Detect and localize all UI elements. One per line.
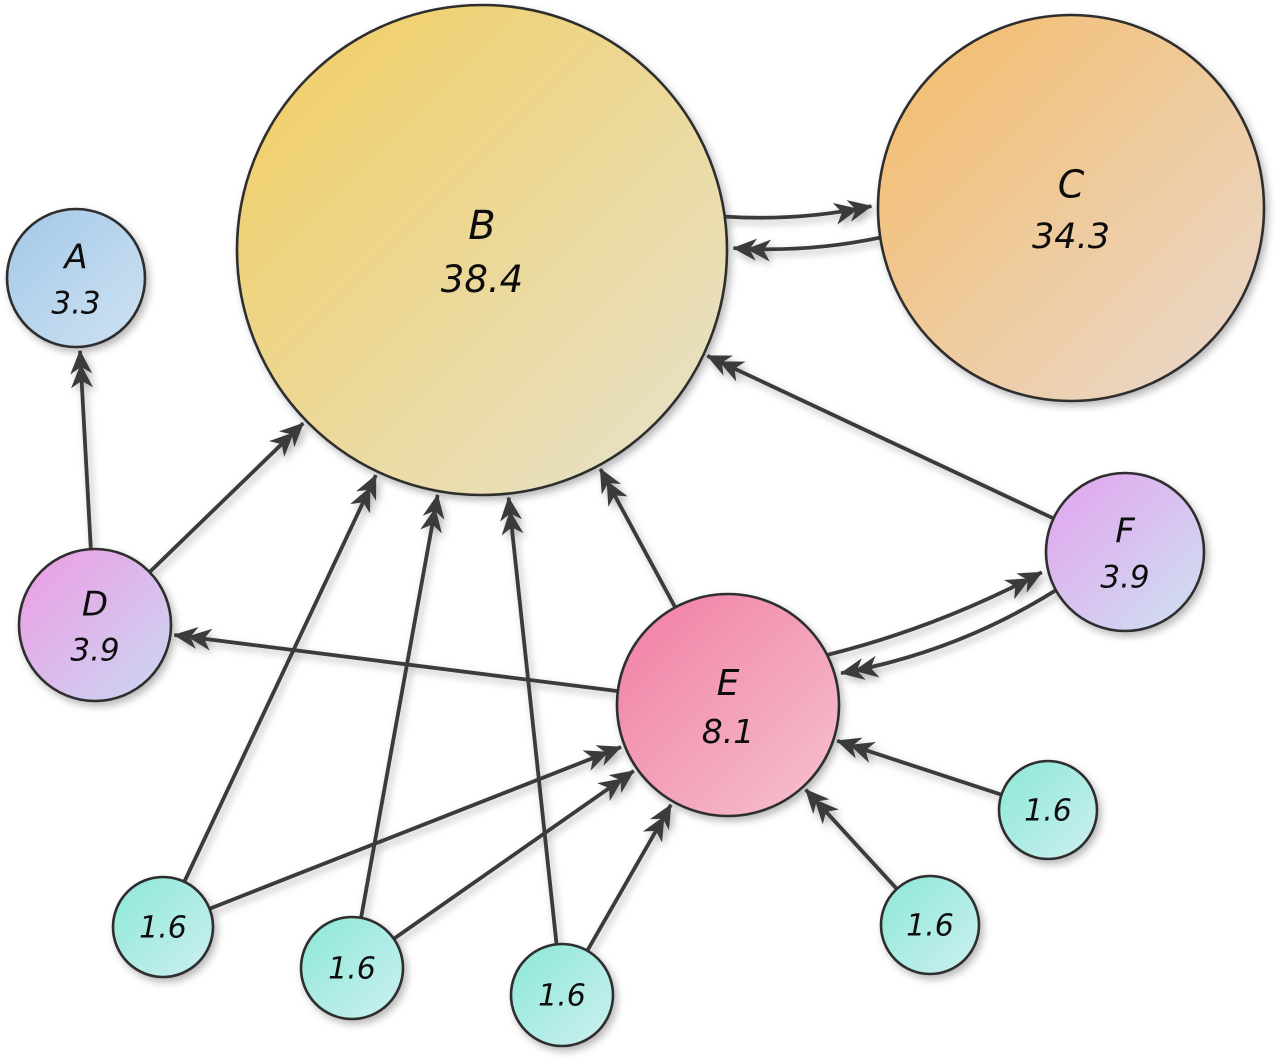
node-t1-circle — [111, 875, 215, 979]
node-A-value: 3.3 — [51, 286, 100, 322]
edge-B-C — [725, 200, 873, 225]
node-D-value: 3.9 — [70, 633, 119, 669]
edge-D-B — [148, 421, 305, 574]
node-D-label: D — [82, 584, 108, 624]
edge-E-F — [827, 570, 1043, 657]
edge-t3-E — [585, 803, 673, 952]
node-B-value: 38.4 — [441, 258, 523, 301]
edge-t2-B — [359, 494, 445, 919]
node-t4-circle — [879, 874, 981, 976]
graph-root: A 3.3 B 38.4 C 34.3D 3.9E 8.1 F 3.9 1.6 1.6 1.6 1.6 1.… — [5, 3, 1266, 1048]
edge-E-D — [173, 627, 619, 693]
node-t4-value: 1.6 — [906, 909, 954, 944]
edge-t1-E — [208, 745, 622, 911]
node-F-circle — [1044, 471, 1206, 633]
node-t5-circle — [997, 759, 1099, 861]
node-t2-value: 1.6 — [328, 952, 376, 987]
node-C-label: C — [1058, 162, 1085, 206]
node-E-value: 8.1 — [702, 712, 754, 751]
node-B-circle — [235, 3, 729, 497]
node-A-circle — [5, 207, 147, 349]
edge-F-B — [706, 354, 1055, 521]
node-B-label: B — [468, 203, 495, 249]
edge-t3-B — [500, 496, 559, 945]
edge-E-B — [598, 468, 677, 609]
edge-F-E — [840, 589, 1057, 680]
node-t3-circle — [509, 942, 615, 1048]
node-D-circle — [17, 547, 173, 703]
node-t2-circle — [299, 915, 405, 1021]
node-F-label: F — [1115, 511, 1135, 551]
node-t5-value: 1.6 — [1024, 794, 1072, 829]
node-F-value: 3.9 — [1100, 560, 1149, 596]
edge-t4-E — [804, 788, 899, 891]
edge-D-A — [70, 349, 93, 550]
node-C-value: 34.3 — [1032, 217, 1110, 257]
nodes-layer: A 3.3 B 38.4 C 34.3D 3.9E 8.1 F 3.9 1.6 1.6 1.6 1.6 1.… — [5, 3, 1266, 1048]
node-E-label: E — [717, 663, 740, 704]
node-C-circle — [876, 13, 1266, 403]
edge-t5-E — [836, 737, 1003, 797]
edges-layer — [70, 200, 1057, 952]
node-A-label: A — [62, 237, 87, 277]
node-t1-value: 1.6 — [139, 911, 187, 946]
node-t3-value: 1.6 — [538, 979, 586, 1014]
node-E-circle — [615, 592, 841, 818]
edge-C-B — [732, 235, 881, 262]
edge-t1-B — [182, 474, 378, 883]
edge-t2-E — [392, 769, 635, 941]
